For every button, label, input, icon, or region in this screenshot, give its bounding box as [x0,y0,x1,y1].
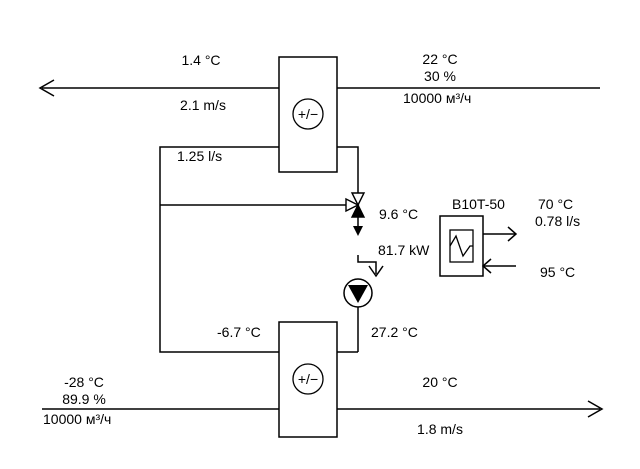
upper-exhaust-temp: 22 °C [422,51,458,67]
heater-model: B10T-50 [452,196,505,212]
upper-air-arrowhead [38,79,55,97]
glycol-flow: 1.25 l/s [177,148,223,164]
heater-out-temp: 70 °C [538,196,574,212]
three-way-valve [345,192,366,218]
upper-exchanger-symbol: +/− [298,106,318,122]
upper-supply-velocity: 2.1 m/s [180,97,226,113]
water-heater-coil [449,234,473,258]
loop-temp-left: -6.7 °C [217,324,261,340]
glycol-loop [159,146,377,353]
upper-exchanger-symbol-circle [292,98,324,130]
outdoor-temp: -28 °C [64,374,104,390]
upper-exhaust-flow: 10000 м³/ч [403,90,472,106]
lower-supply-temp: 20 °C [422,374,458,390]
heater-in-temp: 95 °C [540,264,576,280]
upper-supply-temp: 1.4 °C [181,52,221,68]
circulation-pump [343,278,373,308]
heater-return-arrowhead [368,265,384,278]
valve-down-arrowhead [353,226,363,236]
heater-out-flow: 0.78 l/s [535,213,581,229]
water-heater-box [439,215,484,277]
valve-temp: 9.6 °C [379,206,419,222]
heater-connections [481,226,518,274]
lower-air-arrowhead [587,400,604,418]
outdoor-humidity: 89.9 % [62,391,106,407]
loop-temp-right: 27.2 °C [371,324,418,340]
upper-exhaust-humidity: 30 % [424,68,456,84]
outdoor-flow: 10000 м³/ч [43,411,112,427]
lower-supply-velocity: 1.8 m/s [417,421,463,437]
lower-exchanger-symbol: +/− [298,371,318,387]
heater-power: 81.7 kW [378,242,430,258]
lower-exchanger-symbol-circle [292,363,324,395]
